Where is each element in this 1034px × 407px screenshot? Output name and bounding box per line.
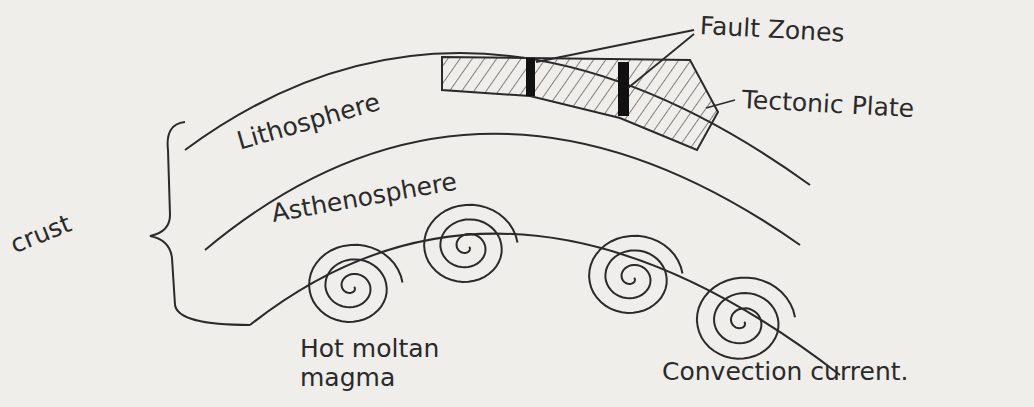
callout-label: Fault Zones [699, 12, 845, 48]
asthenosphere-top-curve [205, 134, 800, 250]
convection-spiral [424, 205, 517, 282]
callout-label: Convection current. [662, 358, 908, 387]
convection-spiral [589, 236, 682, 313]
convection-spiral [697, 278, 795, 359]
bracket [150, 122, 250, 325]
callout-label: Tectonic Plate [741, 86, 915, 124]
layer-label: Asthenosphere [270, 168, 460, 229]
leader-line [628, 34, 694, 88]
convection-spiral [309, 245, 402, 322]
layer-label: Lithosphere [234, 88, 383, 156]
lithosphere-top-curve [185, 53, 810, 185]
tectonic-plate [442, 57, 718, 150]
leader-line [706, 100, 735, 108]
fault-zone [526, 58, 535, 96]
leader-line [536, 30, 694, 62]
bracket-label: crust [7, 210, 76, 260]
region-label: Hot moltan magma [300, 335, 475, 393]
fault-zone [618, 62, 629, 116]
